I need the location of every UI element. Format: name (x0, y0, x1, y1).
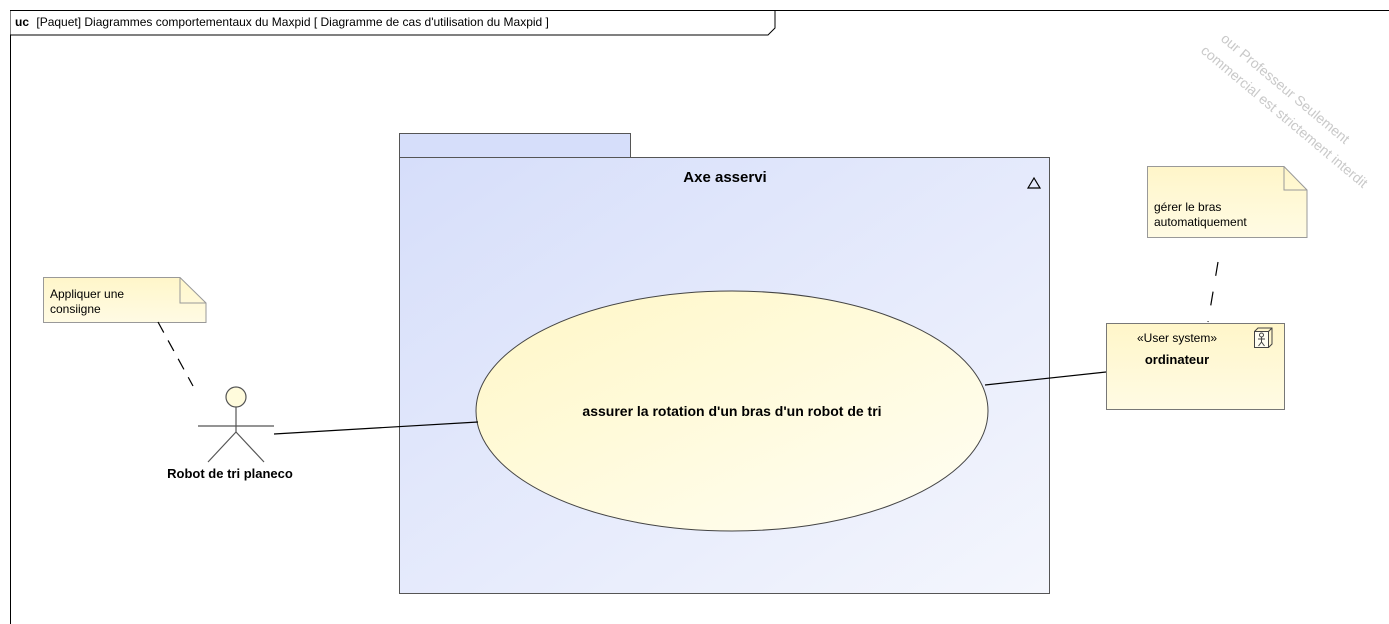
system-actor-stereotype: «User system» (1137, 331, 1217, 345)
note-actor-line-1: Appliquer une (50, 287, 124, 301)
note-system-anchor (1207, 261, 1219, 323)
note-shape (1147, 166, 1308, 238)
system-actor-icon (1254, 327, 1273, 348)
note-system-line-1: gérer le bras (1154, 200, 1221, 214)
frame-keyword: uc (15, 15, 29, 29)
actor-name: Robot de tri planeco (167, 466, 293, 481)
system-actor-name: ordinateur (1145, 352, 1209, 367)
note-fold (179, 277, 206, 304)
note-actor-anchor (157, 321, 194, 387)
stick-figure-icon (198, 386, 274, 463)
frame-label-tab (10, 10, 776, 36)
use-case-ellipse (475, 290, 989, 532)
package-title: Axe asservi (683, 169, 766, 186)
note-shape (43, 277, 207, 323)
note-actor-line-2: consiigne (50, 302, 101, 316)
note-system-line-2: automatiquement (1154, 215, 1247, 229)
use-case-label: assurer la rotation d'un bras d'un robot… (582, 403, 881, 419)
system-actor-ordinateur[interactable]: «User system» ordinateur (1106, 323, 1285, 410)
package-tab (399, 133, 631, 158)
note-fold (1283, 166, 1307, 191)
frame-title: uc [Paquet] Diagrammes comportementaux d… (15, 15, 549, 29)
association-actor-usecase[interactable] (273, 421, 479, 435)
note-system[interactable]: gérer le bras automatiquement (1147, 166, 1308, 238)
frame-label: [Paquet] Diagrammes comportementaux du M… (36, 15, 549, 29)
association-usecase-system[interactable] (984, 371, 1107, 386)
diagram-frame: uc [Paquet] Diagrammes comportementaux d… (10, 10, 1389, 624)
use-case-rotation[interactable]: assurer la rotation d'un bras d'un robot… (475, 290, 989, 532)
watermark-line-1: our Professeur Seulement (1218, 30, 1353, 147)
actor-robot-de-tri[interactable]: Robot de tri planeco (167, 386, 293, 481)
triangle-icon (1026, 176, 1042, 189)
note-actor[interactable]: Appliquer une consiigne (43, 277, 207, 323)
